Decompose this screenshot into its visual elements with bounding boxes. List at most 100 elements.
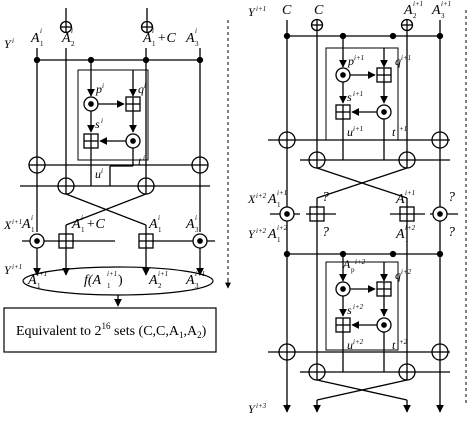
left-bottom-outputs: A 1 i+1 f(A 1 i+1 ) A 2 i+1 A 3 i+1 bbox=[27, 270, 205, 290]
left-diagram: Y i A 1 i A 2 i A 1 i +C A 3 i bbox=[3, 8, 231, 353]
svg-text:2: 2 bbox=[158, 282, 162, 290]
svg-text:i+1: i+1 bbox=[405, 189, 415, 197]
svg-text:i+1: i+1 bbox=[401, 54, 411, 62]
svg-text:3: 3 bbox=[195, 226, 199, 234]
svg-text:3: 3 bbox=[195, 282, 199, 290]
svg-text:p: p bbox=[347, 54, 354, 68]
svg-text:u: u bbox=[347, 338, 353, 352]
svg-text:i: i bbox=[152, 27, 154, 35]
left-top-inputs: A 1 i A 2 i A 1 i +C A 3 i bbox=[30, 27, 199, 48]
svg-text:i+1: i+1 bbox=[441, 0, 451, 8]
left-mult-2 bbox=[125, 133, 141, 149]
left-add-2 bbox=[83, 133, 99, 149]
svg-text:+C: +C bbox=[157, 31, 176, 46]
svg-text:1: 1 bbox=[277, 201, 281, 209]
svg-text:i: i bbox=[158, 214, 160, 222]
svg-text:3: 3 bbox=[195, 40, 199, 48]
svg-text:i+2: i+2 bbox=[355, 258, 366, 266]
svg-text:A: A bbox=[342, 257, 351, 271]
right-top-inputs: C C A 2 i+1 A 3 i+1 bbox=[282, 0, 451, 20]
right-xor-row1 bbox=[278, 131, 449, 169]
left-mid-add-2 bbox=[138, 233, 154, 249]
right-y2-sup: i+2 bbox=[256, 227, 267, 235]
right-diagram: Y i+1 C C A 2 i+1 A 3 i+1 bbox=[247, 0, 467, 416]
svg-text:A: A bbox=[142, 31, 152, 46]
right-y-sup: i+1 bbox=[256, 5, 266, 13]
right-inner1-labels: p i+1 q i+1 s i+1 t i+1 u i+1 bbox=[347, 54, 411, 139]
svg-text:i+1: i+1 bbox=[277, 189, 287, 197]
svg-text:2: 2 bbox=[413, 12, 417, 20]
left-add-1 bbox=[125, 96, 141, 112]
svg-text:i+1: i+1 bbox=[37, 270, 47, 278]
right-y3-label: Y bbox=[248, 402, 256, 416]
svg-text:A: A bbox=[403, 3, 413, 18]
svg-text:q: q bbox=[395, 54, 401, 68]
left-y-label: Y bbox=[4, 37, 12, 51]
svg-text:t: t bbox=[392, 125, 396, 139]
svg-text:A: A bbox=[30, 31, 40, 46]
svg-text:1: 1 bbox=[158, 226, 162, 234]
svg-text:1: 1 bbox=[405, 236, 409, 244]
svg-text:i: i bbox=[71, 27, 73, 35]
svg-text:1: 1 bbox=[152, 40, 156, 48]
svg-text:i: i bbox=[101, 167, 103, 175]
right-add-4 bbox=[335, 317, 351, 333]
left-x-sup: i+1 bbox=[12, 218, 22, 226]
svg-text:u: u bbox=[95, 167, 101, 181]
svg-text:i: i bbox=[195, 27, 197, 35]
right-inner2-labels: A p i+2 q i+2 s i+2 t i+2 u i+2 bbox=[342, 257, 412, 352]
svg-text:i+1: i+1 bbox=[107, 270, 117, 278]
left-mid-mult-2 bbox=[192, 233, 208, 249]
svg-text:A: A bbox=[148, 217, 158, 232]
equivalence-box bbox=[3, 307, 217, 353]
svg-text:?: ? bbox=[322, 190, 329, 205]
svg-text:i: i bbox=[195, 214, 197, 222]
svg-text:3: 3 bbox=[441, 12, 445, 20]
left-mid-add-1 bbox=[58, 233, 74, 249]
svg-text:i: i bbox=[40, 27, 42, 35]
svg-text:?: ? bbox=[448, 190, 455, 205]
svg-text:t: t bbox=[138, 154, 142, 168]
svg-text:i: i bbox=[31, 214, 33, 222]
svg-text:i: i bbox=[101, 117, 103, 125]
right-mult-4 bbox=[376, 317, 392, 333]
svg-text:+C: +C bbox=[86, 217, 105, 232]
right-add-1 bbox=[376, 67, 392, 83]
svg-text:i+2: i+2 bbox=[277, 224, 288, 232]
svg-text:A: A bbox=[148, 273, 158, 288]
svg-text:f(A: f(A bbox=[84, 273, 102, 288]
svg-text:?: ? bbox=[322, 225, 329, 240]
svg-text:1: 1 bbox=[81, 226, 85, 234]
right-add-3 bbox=[376, 281, 392, 297]
left-inner-labels: p i q i s i t i u i bbox=[95, 82, 146, 181]
svg-text:A: A bbox=[431, 3, 441, 18]
right-row2-ops bbox=[279, 206, 448, 222]
svg-text:i+2: i+2 bbox=[405, 224, 416, 232]
left-y-sup: i bbox=[12, 37, 14, 45]
svg-text:C: C bbox=[282, 3, 292, 18]
svg-text:p: p bbox=[351, 266, 355, 274]
svg-text:A: A bbox=[27, 273, 37, 288]
right-x-label: X bbox=[247, 192, 256, 206]
svg-text:i+1: i+1 bbox=[195, 270, 205, 278]
left-top-xor-1 bbox=[59, 20, 73, 34]
svg-text:s: s bbox=[95, 117, 100, 131]
svg-text:A: A bbox=[395, 192, 405, 207]
equivalence-text: Equivalent to 216 sets (C,C,A1,A2) bbox=[16, 321, 207, 340]
svg-text:1: 1 bbox=[107, 282, 111, 290]
right-x-inputs: A 1 i+1 ? A 1 i+1 ? bbox=[267, 189, 455, 209]
svg-text:A: A bbox=[185, 273, 195, 288]
svg-text:i: i bbox=[143, 154, 145, 162]
right-y3-sup: i+3 bbox=[256, 402, 267, 410]
svg-text:i+2: i+2 bbox=[353, 338, 364, 346]
left-y2-label: Y bbox=[4, 263, 12, 277]
svg-text:i+1: i+1 bbox=[413, 0, 423, 8]
svg-text:i+2: i+2 bbox=[353, 303, 364, 311]
right-mult-3 bbox=[335, 281, 351, 297]
left-y2-sup: i+1 bbox=[12, 263, 22, 271]
svg-text:A: A bbox=[395, 227, 405, 242]
right-x-sup: i+2 bbox=[256, 192, 267, 200]
svg-text:A: A bbox=[21, 217, 31, 232]
